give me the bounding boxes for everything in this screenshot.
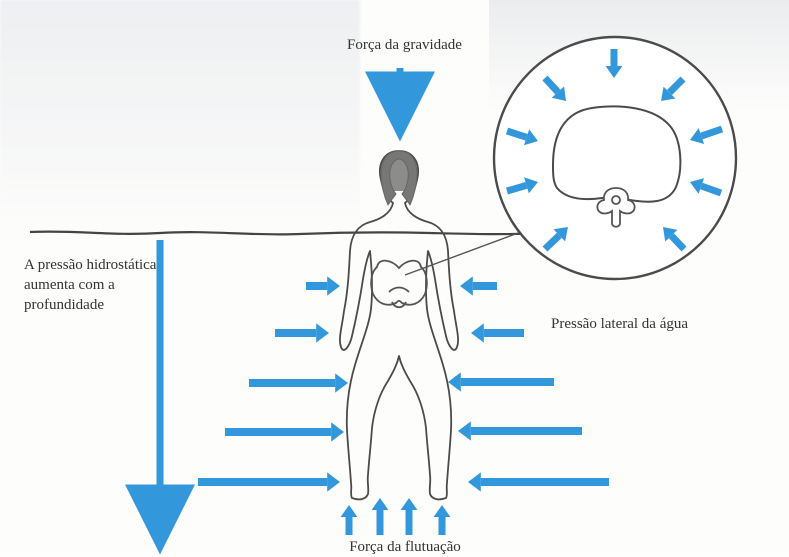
detail-arrow-top-head (606, 66, 623, 78)
detail-arrow-right-1-shaft (701, 129, 722, 136)
buoyancy-arrow-4-head (434, 505, 451, 517)
buoyancy-arrow-3-head (401, 498, 418, 510)
lateral-arrow-right-2-head (471, 323, 484, 342)
buoyancy-arrow-2-head (372, 498, 389, 510)
detail-arrow-right-2-shaft (701, 186, 721, 193)
lateral-arrow-left-1-head (327, 276, 340, 295)
detail-arrow-bottom-right-shaft (671, 236, 684, 249)
detail-arrow-top-right-shaft (669, 79, 683, 93)
lateral-arrow-right-5-head (468, 472, 481, 491)
lateral-arrow-right-1-head (460, 276, 473, 295)
lateral-arrow-right-4-head (458, 421, 471, 440)
lateral-arrow-left-2-head (316, 323, 329, 342)
lateral-arrow-right-3-head (448, 372, 461, 391)
detail-arrow-bottom-left-shaft (545, 235, 559, 249)
lateral-arrow-left-4-head (331, 422, 344, 441)
detail-arrow-left-2-shaft (507, 185, 526, 191)
lateral-arrow-left-5-head (327, 472, 340, 491)
detail-arrow-top-left-shaft (545, 78, 558, 92)
lateral-arrow-left-3-head (335, 373, 348, 392)
detail-arrow-left-1-shaft (507, 131, 527, 137)
buoyancy-arrow-1-head (341, 505, 358, 517)
